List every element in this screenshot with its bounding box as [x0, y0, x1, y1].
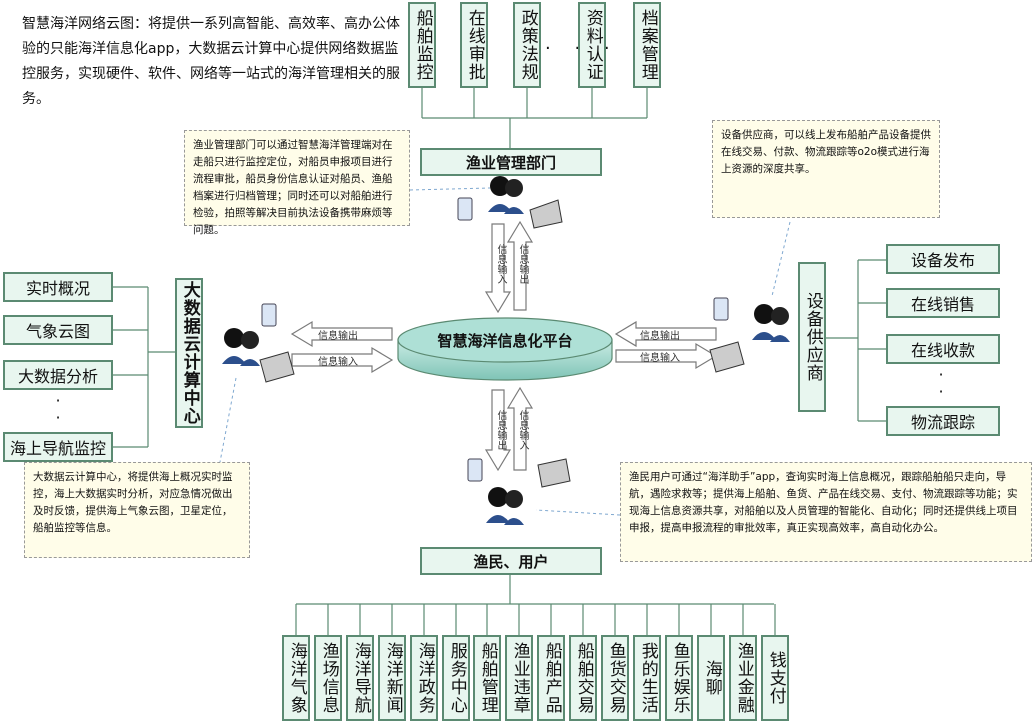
bottom-item-13: 海聊 — [697, 635, 725, 721]
bottom-item-10: 鱼货交易 — [601, 635, 629, 721]
right-item-2: 在线收款 — [886, 334, 1000, 364]
top-note: 渔业管理部门可以通过智慧海洋管理端对在走船只进行监控定位，对船员申报项目进行流程… — [184, 130, 410, 236]
bottom-item-15: 钱支付 — [761, 635, 789, 721]
bottom-item-3: 海洋新闻 — [378, 635, 406, 721]
arrow-left-input-label: 信息输入 — [318, 357, 358, 368]
left-item-2: 大数据分析 — [3, 360, 113, 390]
supplier-staff-icon — [706, 294, 806, 384]
arrow-right-input-label: 信息输入 — [640, 353, 680, 364]
top-item-3: 资料认证 — [578, 2, 606, 88]
right-header: 设备供应商 — [798, 262, 826, 412]
bottom-item-11: 我的生活 — [633, 635, 661, 721]
right-item-3: 物流跟踪 — [886, 406, 1000, 436]
left-header: 大数据云计算中心 — [175, 278, 203, 428]
platform-label: 智慧海洋信息化平台 — [437, 332, 573, 350]
top-item-1: 在线审批 — [460, 2, 488, 88]
platform-cylinder — [397, 317, 613, 381]
arrow-top-input-label: 信息输入 — [495, 244, 506, 284]
top-header: 渔业管理部门 — [420, 148, 602, 176]
bottom-item-8: 船舶产品 — [537, 635, 565, 721]
top-item-2: 政策法规 — [513, 2, 541, 88]
left-item-1: 气象云图 — [3, 315, 113, 345]
bottom-item-12: 鱼乐娱乐 — [665, 635, 693, 721]
right-item-0: 设备发布 — [886, 244, 1000, 274]
left-item-0: 实时概况 — [3, 272, 113, 302]
bottom-item-5: 服务中心 — [442, 635, 470, 721]
datacenter-staff-icon — [210, 300, 310, 390]
right-note: 设备供应商，可以线上发布船舶产品设备提供在线交易、付款、物流跟踪等o2o模式进行… — [712, 120, 940, 218]
arrow-top-output-label: 信息输出 — [517, 244, 528, 284]
bottom-header: 渔民、用户 — [420, 547, 602, 575]
arrow-bottom-output-label: 信息输出 — [495, 410, 506, 450]
top-item-4: 档案管理 — [633, 2, 661, 88]
top-item-0: 船舶监控 — [408, 2, 436, 88]
fisherman-user-icon — [458, 455, 578, 535]
left-item-3: 海上导航监控 — [3, 432, 113, 462]
bottom-item-9: 船舶交易 — [569, 635, 597, 721]
bottom-note: 渔民用户可通过“海洋助手”app，查询实时海上信息概况，跟踪船舶船只走向，导航，… — [620, 462, 1032, 562]
fisheries-staff-icon — [450, 170, 570, 240]
bottom-item-1: 渔场信息 — [314, 635, 342, 721]
arrow-left-output-label: 信息输出 — [318, 331, 358, 342]
bottom-item-7: 渔业违章 — [505, 635, 533, 721]
arrow-bottom-input-label: 信息输入 — [517, 410, 528, 450]
right-item-1: 在线销售 — [886, 288, 1000, 318]
bottom-item-4: 海洋政务 — [410, 635, 438, 721]
left-note: 大数据云计算中心，将提供海上概况实时监控，海上大数据实时分析，对应急情况做出及时… — [24, 462, 250, 558]
bottom-item-6: 船舶管理 — [473, 635, 501, 721]
intro-text: 智慧海洋网络云图：将提供一系列高智能、高效率、高办公体验的只能海洋信息化app，… — [22, 16, 400, 107]
bottom-item-14: 渔业金融 — [729, 635, 757, 721]
arrow-right-output-label: 信息输出 — [640, 331, 680, 342]
bottom-item-2: 海洋导航 — [346, 635, 374, 721]
bottom-item-0: 海洋气象 — [282, 635, 310, 721]
